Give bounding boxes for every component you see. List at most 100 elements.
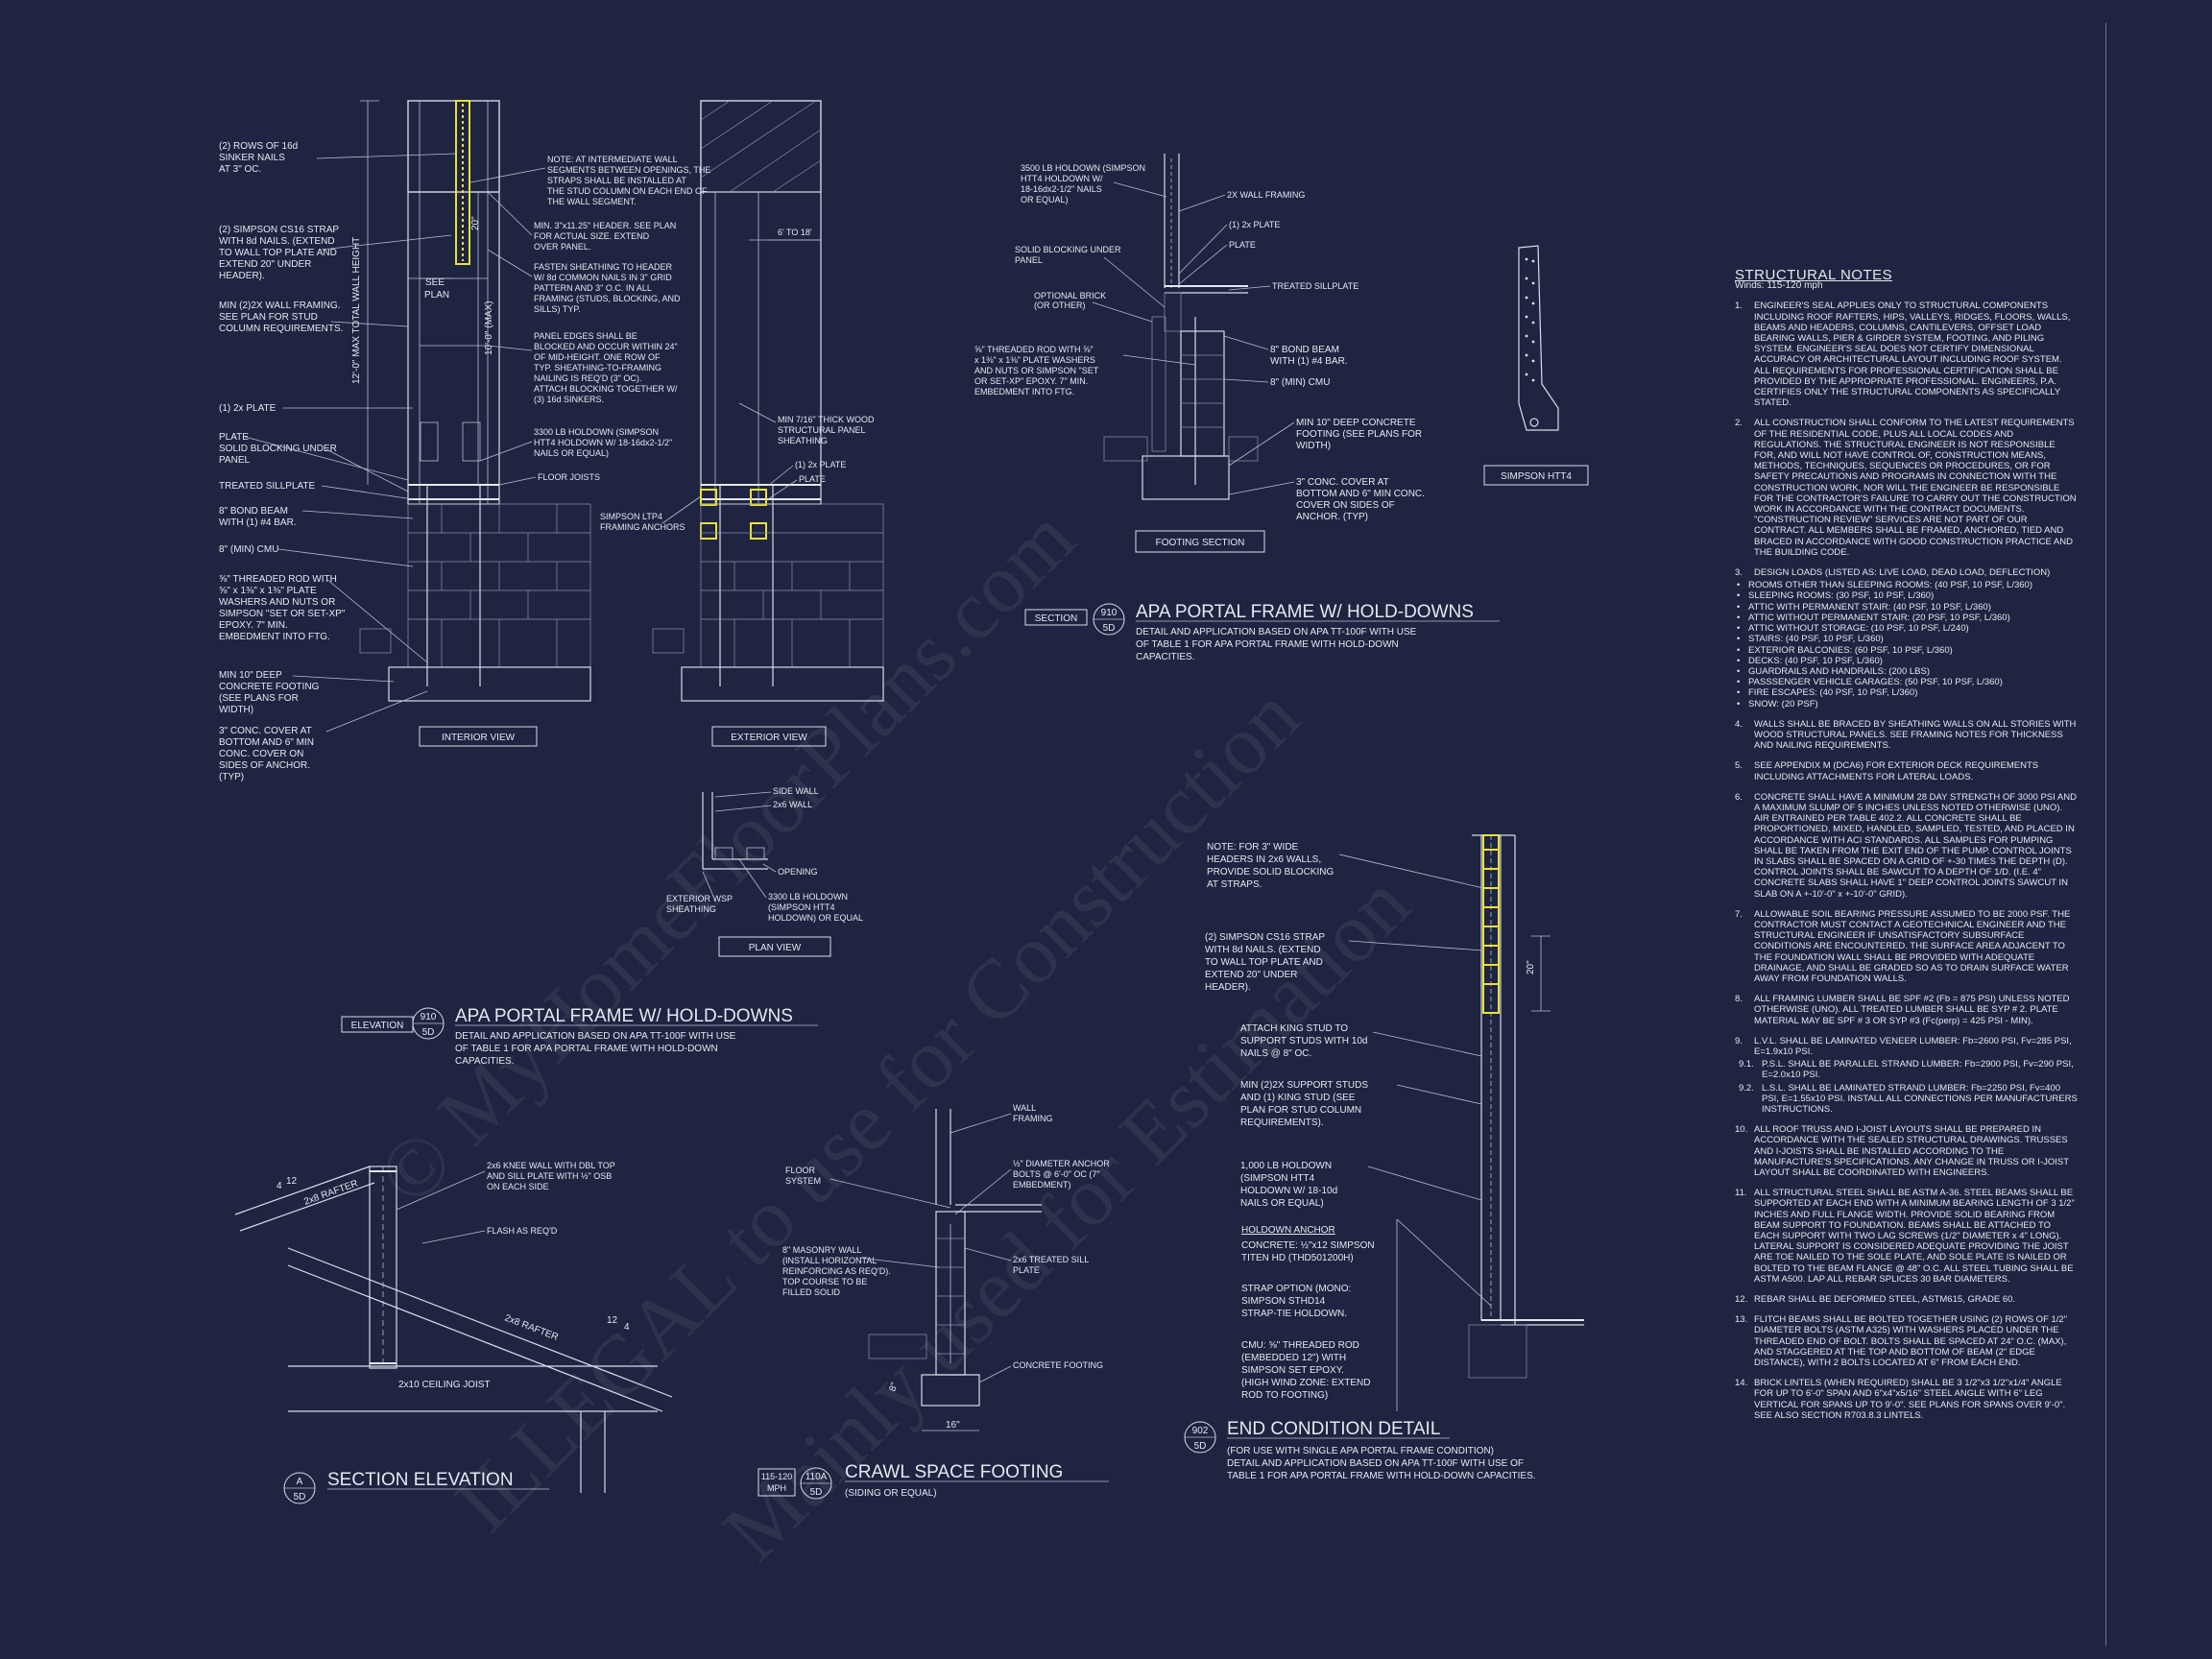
label: SIMPSON "SET OR SET-XP": [219, 609, 346, 619]
label: 2x10 CEILING JOIST: [398, 1380, 491, 1390]
dimension-label: 12'-0" MAX TOTAL WALL HEIGHT: [351, 237, 362, 384]
note-item: 12. REBAR SHALL BE DEFORMED STEEL, ASTM6…: [1735, 1294, 2079, 1305]
label: NOTE: AT INTERMEDIATE WALL: [547, 155, 678, 164]
wind-speed: Winds: 115-120 mph: [1735, 280, 1823, 292]
label: ATTACH BLOCKING TOGETHER W/: [534, 384, 678, 394]
label: WITH 8d NAILS. (EXTEND: [1205, 945, 1321, 955]
label: MIN 7/16" THICK WOOD: [778, 415, 875, 424]
label: 8" (MIN) CMU: [1270, 377, 1330, 388]
label: EMBEDMENT INTO FTG.: [219, 632, 330, 642]
pitch-label: 12: [607, 1315, 618, 1326]
note-number: 7.: [1735, 908, 1743, 920]
plan-view: SIDE WALL 2x6 WALL OPENING 3300 LB HOLDO…: [666, 786, 863, 957]
label: SIDES OF ANCHOR.: [219, 760, 310, 771]
label: PLATE: [1013, 1265, 1040, 1275]
label: FRAMING (STUDS, BLOCKING, AND: [534, 294, 681, 303]
design-load-item: ROOMS OTHER THAN SLEEPING ROOMS: (40 PSF…: [1735, 580, 2079, 590]
label: NAILS OR EQUAL): [534, 448, 609, 458]
label: SUPPORT STUDS WITH 10d: [1240, 1036, 1367, 1046]
label: PANEL: [219, 455, 250, 466]
design-load-item: ATTIC WITHOUT PERMANENT STAIR: (20 PSF, …: [1735, 613, 2079, 623]
design-load-item: STAIRS: (40 PSF, 10 PSF, L/360): [1735, 634, 2079, 644]
label: STRUCTURAL PANEL: [778, 425, 866, 435]
detail-tag-number: 902: [1192, 1426, 1209, 1436]
detail1-left-labels: (2) ROWS OF 16d SINKER NAILS AT 3" OC. (…: [219, 141, 346, 782]
label: (1) 2x PLATE: [795, 460, 846, 469]
crawl-space-footing-detail: 16" 8" WALL FRAMING FLOOR SYSTEM ½" DIAM…: [757, 1103, 1110, 1500]
label: WIDTH): [219, 705, 253, 715]
note-text: ALL CONSTRUCTION SHALL CONFORM TO THE LA…: [1754, 418, 2077, 558]
label: SEGMENTS BETWEEN OPENINGS, THE: [547, 165, 710, 175]
label: TOP COURSE TO BE: [782, 1277, 867, 1286]
label: MIN (2)2X WALL FRAMING.: [219, 301, 341, 311]
label: SIMPSON SET EPOXY.: [1241, 1365, 1344, 1376]
detail-description: CAPACITIES.: [455, 1056, 515, 1067]
detail-subtitle: (SIDING OR EQUAL): [845, 1488, 937, 1499]
label: ½" DIAMETER ANCHOR: [1013, 1159, 1110, 1168]
label: (1) 2x PLATE: [1229, 220, 1280, 229]
holdown-anchor-heading: HOLDOWN ANCHOR: [1241, 1225, 1335, 1236]
structural-notes: STRUCTURAL NOTES Winds: 115-120 mph 1. E…: [1735, 268, 2079, 1431]
label: PLAN FOR STUD COLUMN: [1240, 1105, 1361, 1116]
label: 3" CONC. COVER AT: [219, 726, 312, 736]
label: HTT4 HOLDOWN W/: [1021, 174, 1103, 183]
label: 8" (MIN) CMU: [219, 544, 278, 555]
wind-speed-label: 115-120: [761, 1472, 792, 1481]
label: REINFORCING AS REQ'D).: [782, 1266, 891, 1276]
label: ⅝" THREADED ROD WITH: [219, 574, 337, 585]
label: (2) SIMPSON CS16 STRAP: [1205, 932, 1325, 943]
note-text: ALLOWABLE SOIL BEARING PRESSURE ASSUMED …: [1754, 908, 2071, 984]
label: OVER PANEL.: [534, 242, 590, 252]
design-load-item: ATTIC WITH PERMANENT STAIR: (40 PSF, 10 …: [1735, 602, 2079, 613]
note-number: 13.: [1735, 1314, 1748, 1326]
label: SINKER NAILS: [219, 153, 285, 163]
note-text: SEE APPENDIX M (DCA6) FOR EXTERIOR DECK …: [1754, 760, 2039, 782]
label: HTT4 HOLDOWN W/ 18-16dx2-1/2": [534, 438, 672, 447]
note-text: WALLS SHALL BE BRACED BY SHEATHING WALLS…: [1754, 718, 2077, 752]
note-item: 10. ALL ROOF TRUSS AND I-JOIST LAYOUTS S…: [1735, 1124, 2079, 1178]
watermark: © MyHomeFloorPlans.com ILLEGAL to use fo…: [361, 492, 1428, 1578]
label: TREATED SILLPLATE: [219, 481, 316, 492]
pitch-label: 4: [276, 1181, 282, 1191]
dimension-label: 20": [1526, 960, 1536, 974]
label: ROD TO FOOTING): [1241, 1390, 1328, 1401]
design-load-item: ATTIC WITHOUT STORAGE: (10 PSF, 10 PSF, …: [1735, 623, 2079, 634]
detail-tag-sheet: 5D: [294, 1492, 306, 1503]
note-item: 13. FLITCH BEAMS SHALL BE BOLTED TOGETHE…: [1735, 1314, 2079, 1368]
label: HEADER).: [219, 271, 265, 281]
note-text: ENGINEER'S SEAL APPLIES ONLY TO STRUCTUR…: [1754, 301, 2071, 409]
detail-tag-sheet: 5D: [422, 1027, 435, 1038]
note-item: 11. ALL STRUCTURAL STEEL SHALL BE ASTM A…: [1735, 1188, 2079, 1285]
label: AND NUTS OR SIMPSON "SET: [974, 366, 1099, 375]
design-load-item: FIRE ESCAPES: (40 PSF, 10 PSF, L/360): [1735, 687, 2079, 698]
note-text: L.V.L. SHALL BE LAMINATED VENEER LUMBER:…: [1754, 1035, 2072, 1057]
label: WITH (1) #4 BAR.: [1270, 356, 1348, 367]
label: TITEN HD (THD501200H): [1241, 1253, 1354, 1263]
detail-description: TABLE 1 FOR APA PORTAL FRAME WITH HOLD-D…: [1227, 1471, 1536, 1481]
detail-title: APA PORTAL FRAME W/ HOLD-DOWNS: [455, 1006, 793, 1026]
note-subitem: 9.1. P.S.L. SHALL BE PARALLEL STRAND LUM…: [1735, 1059, 2079, 1080]
label: WASHERS AND NUTS OR: [219, 597, 335, 608]
label: HEADERS IN 2x6 WALLS,: [1207, 854, 1321, 865]
label: BOTTOM AND 6" MIN CONC.: [1296, 489, 1425, 499]
portal-frame-elevation-detail: (2) ROWS OF 16d SINKER NAILS AT 3" OC. (…: [219, 100, 884, 1067]
label: HOLDOWN) OR EQUAL: [768, 913, 863, 923]
label: AT 3" OC.: [219, 164, 261, 175]
label: (3) 16d SINKERS.: [534, 395, 604, 404]
note-number: 1.: [1735, 301, 1743, 312]
label: PLATE: [799, 474, 826, 484]
note-text: FLITCH BEAMS SHALL BE BOLTED TOGETHER US…: [1754, 1314, 2068, 1369]
label: 3500 LB HOLDOWN (SIMPSON: [1021, 163, 1145, 173]
label: 2x6 KNEE WALL WITH DBL TOP: [487, 1161, 615, 1170]
note-item: 6. CONCRETE SHALL HAVE A MINIMUM 28 DAY …: [1735, 792, 2079, 900]
note-number: 9.2.: [1739, 1082, 1754, 1094]
exterior-view-label: EXTERIOR VIEW: [731, 733, 807, 743]
label: BLOCKED AND OCCUR WITHIN 24": [534, 342, 678, 351]
label: AND SILL PLATE WITH ½" OSB: [487, 1171, 612, 1181]
label: 1,000 LB HOLDOWN: [1240, 1161, 1332, 1171]
detail-tag-sheet: 5D: [1103, 623, 1116, 634]
note-item: 2. ALL CONSTRUCTION SHALL CONFORM TO THE…: [1735, 418, 2079, 558]
label: MIN 10" DEEP: [219, 670, 282, 681]
detail-tag-sheet: 5D: [1194, 1441, 1207, 1452]
label: W/ 8d COMMON NAILS IN 3" GRID: [534, 273, 672, 282]
